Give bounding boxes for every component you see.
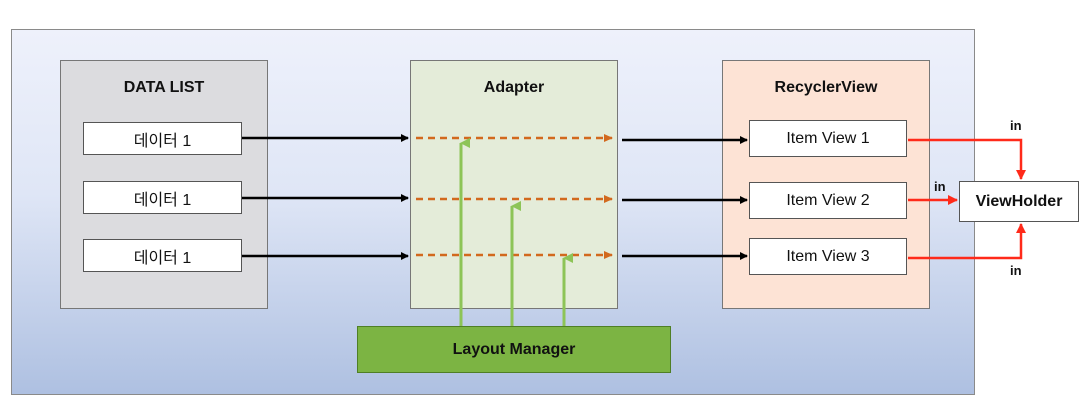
- item-view: Item View 2: [749, 182, 907, 219]
- data-item: 데이터 1: [83, 181, 242, 214]
- in-label: in: [934, 179, 946, 194]
- data-item: 데이터 1: [83, 122, 242, 155]
- data-list-title: DATA LIST: [123, 79, 205, 96]
- data-list-panel: DATA LIST 데이터 1 데이터 1 데이터 1: [60, 60, 268, 309]
- in-label: in: [1010, 263, 1022, 278]
- in-label: in: [1010, 118, 1022, 133]
- layout-manager-box: Layout Manager: [357, 326, 671, 373]
- recycler-view-title: RecyclerView: [774, 79, 878, 96]
- view-holder-box: ViewHolder: [959, 181, 1079, 222]
- recycler-view-panel: RecyclerView Item View 1 Item View 2 Ite…: [722, 60, 930, 309]
- item-to-viewholder-arrow: [908, 223, 1026, 260]
- adapter-panel: Adapter: [410, 60, 618, 309]
- item-to-viewholder-arrow: [908, 138, 1026, 180]
- data-item: 데이터 1: [83, 239, 242, 272]
- adapter-title: Adapter: [483, 79, 545, 96]
- item-view: Item View 1: [749, 120, 907, 157]
- item-view: Item View 3: [749, 238, 907, 275]
